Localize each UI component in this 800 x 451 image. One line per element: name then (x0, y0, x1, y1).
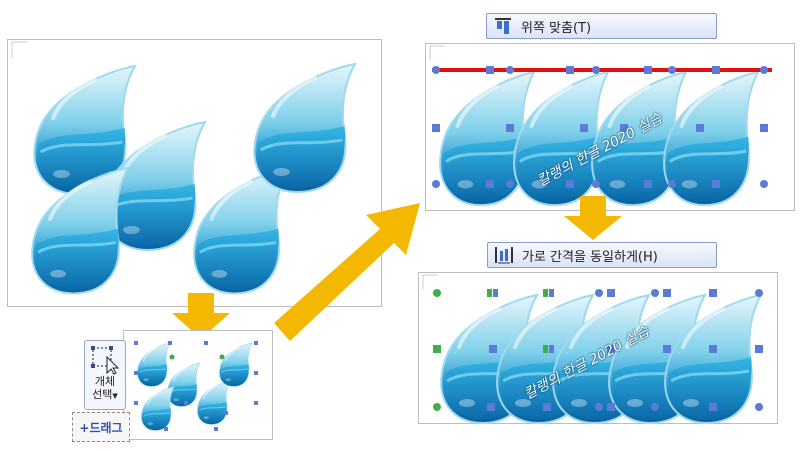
align-top-tooltip[interactable]: 위쪽 맞춤(T) (486, 13, 717, 39)
selection-preview-panel (123, 330, 273, 440)
equal-spacing-tooltip[interactable]: 가로 간격을 동일하게(H) (487, 242, 717, 268)
align-top-icon (495, 18, 511, 34)
object-select-label-text: 선택 (92, 388, 113, 401)
water-drop (140, 386, 175, 432)
big-arrow-icon (564, 196, 622, 240)
drop-group-equal-spacing (422, 274, 763, 425)
object-select-button[interactable]: 개체 선택▼ (84, 340, 126, 410)
drag-label: +드래그 (72, 412, 130, 442)
canvas-panel-original (7, 39, 382, 307)
water-drop (136, 342, 171, 388)
big-arrow-icon (274, 203, 420, 341)
water-drop (196, 380, 231, 426)
water-drop (254, 64, 355, 192)
canvas-panel-align-top: 칼랭의 한글 2020 실습 (425, 43, 795, 211)
align-top-label: 위쪽 맞춤(T) (521, 20, 592, 36)
water-drop (218, 342, 253, 388)
pointer-select-icon (91, 346, 120, 375)
distribute-horizontal-icon (495, 247, 513, 264)
object-select-label-line1: 개체 (94, 375, 116, 388)
object-select-label-line2: 선택▼ (85, 388, 125, 403)
drop-group-aligned-top (429, 45, 772, 212)
drop-group-scattered (11, 41, 383, 296)
water-drop (166, 362, 201, 408)
water-drop (30, 166, 131, 296)
big-arrow-icon (172, 293, 230, 339)
equal-spacing-label: 가로 간격을 동일하게(H) (522, 249, 658, 265)
dropdown-caret-icon[interactable]: ▼ (112, 392, 118, 400)
drop-group-selected (134, 341, 258, 432)
canvas-panel-equal-spacing: 칼랭의 한글 2020 실습 (418, 272, 778, 425)
